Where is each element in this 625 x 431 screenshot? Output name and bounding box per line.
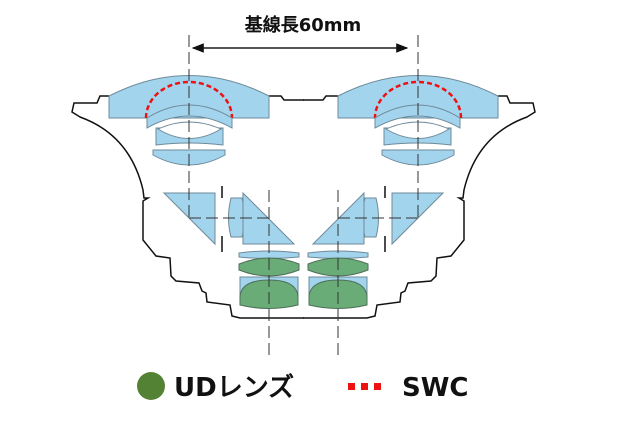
ud-legend-label: UDレンズ: [174, 372, 294, 403]
left-optics: [70, 33, 306, 362]
right-optics: [301, 33, 537, 362]
baseline-label: 基線長60mm: [244, 14, 362, 36]
ud-legend-icon: [137, 372, 165, 400]
swc-legend-label: SWC: [402, 373, 469, 403]
swc-legend-icon: [348, 383, 381, 390]
